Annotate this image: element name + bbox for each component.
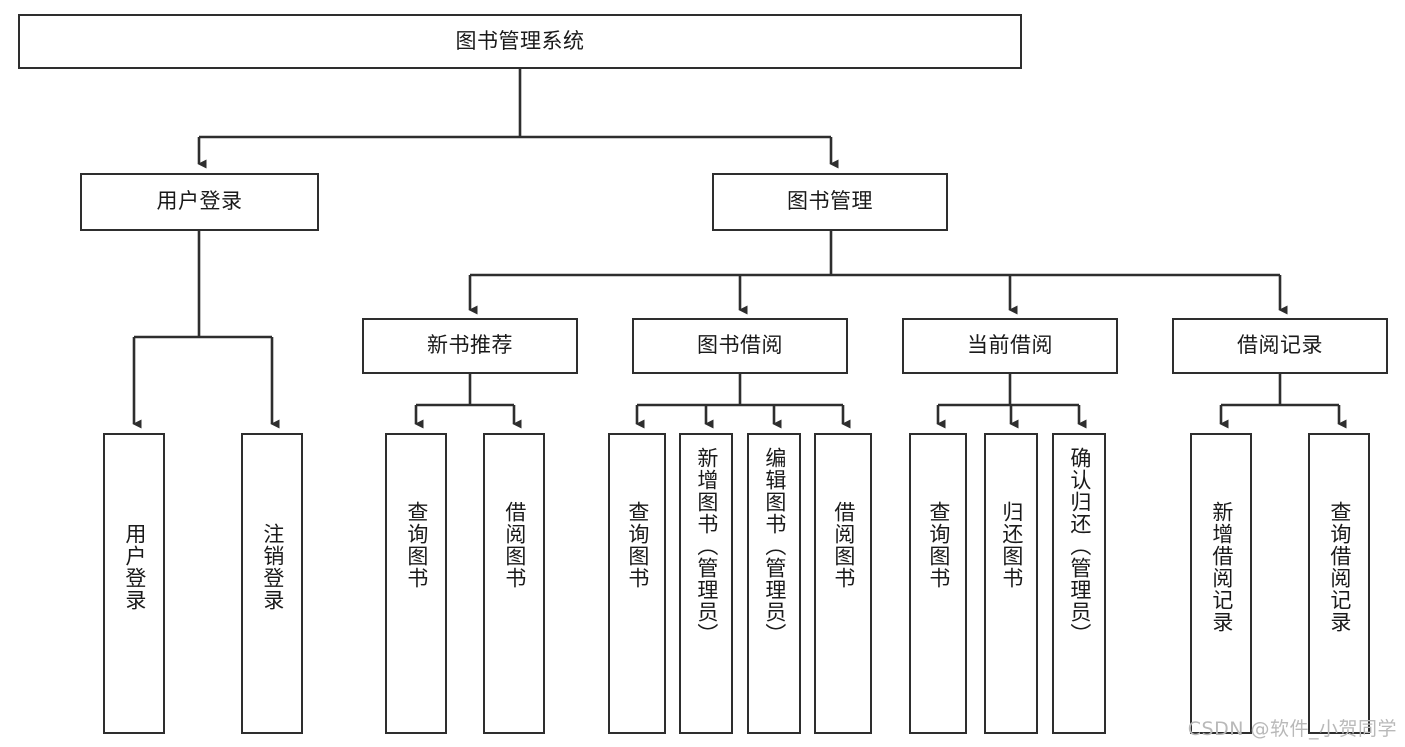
- leaf-records-add-record-label: 新增借阅记录: [1209, 501, 1234, 633]
- node-book-management[interactable]: 图书管理: [712, 173, 948, 231]
- leaf-borrow-query-book[interactable]: 查询图书: [608, 433, 666, 734]
- leaf-records-query-record-label: 查询借阅记录: [1327, 501, 1352, 633]
- leaf-current-query-book[interactable]: 查询图书: [909, 433, 967, 734]
- leaf-records-add-record[interactable]: 新增借阅记录: [1190, 433, 1252, 734]
- leaf-current-confirm-return-admin-label: 确认归还（管理员）: [1067, 447, 1092, 645]
- leaf-borrow-edit-book-admin-label: 编辑图书（管理员）: [762, 447, 787, 645]
- node-user-login-label: 用户登录: [156, 189, 243, 214]
- leaf-user-login[interactable]: 用户登录: [103, 433, 165, 734]
- node-new-book-recommend[interactable]: 新书推荐: [362, 318, 578, 374]
- node-borrow-records[interactable]: 借阅记录: [1172, 318, 1388, 374]
- node-root-label: 图书管理系统: [455, 28, 585, 53]
- node-book-management-label: 图书管理: [787, 189, 873, 214]
- leaf-user-logout[interactable]: 注销登录: [241, 433, 303, 734]
- leaf-newbook-borrow-book-label: 借阅图书: [502, 501, 527, 589]
- leaf-newbook-query-book[interactable]: 查询图书: [385, 433, 447, 734]
- leaf-borrow-lend-book[interactable]: 借阅图书: [814, 433, 872, 734]
- leaf-user-logout-label: 注销登录: [260, 523, 285, 611]
- leaf-newbook-query-book-label: 查询图书: [404, 501, 429, 589]
- node-root[interactable]: 图书管理系统: [18, 14, 1022, 69]
- node-book-borrow-label: 图书借阅: [697, 333, 783, 358]
- leaf-records-query-record[interactable]: 查询借阅记录: [1308, 433, 1370, 734]
- node-new-book-recommend-label: 新书推荐: [427, 333, 513, 358]
- leaf-borrow-edit-book-admin[interactable]: 编辑图书（管理员）: [747, 433, 801, 734]
- node-book-borrow[interactable]: 图书借阅: [632, 318, 848, 374]
- leaf-current-confirm-return-admin[interactable]: 确认归还（管理员）: [1052, 433, 1106, 734]
- watermark: CSDN @软件_小贺同学: [1187, 718, 1397, 740]
- leaf-borrow-query-book-label: 查询图书: [625, 501, 650, 589]
- leaf-borrow-add-book-admin-label: 新增图书（管理员）: [694, 447, 719, 645]
- leaf-current-return-book-label: 归还图书: [999, 501, 1024, 589]
- leaf-borrow-add-book-admin[interactable]: 新增图书（管理员）: [679, 433, 733, 734]
- leaf-user-login-label: 用户登录: [122, 523, 147, 611]
- leaf-current-query-book-label: 查询图书: [926, 501, 951, 589]
- leaf-current-return-book[interactable]: 归还图书: [984, 433, 1038, 734]
- node-current-borrow-label: 当前借阅: [967, 333, 1053, 358]
- node-borrow-records-label: 借阅记录: [1237, 333, 1323, 358]
- leaf-newbook-borrow-book[interactable]: 借阅图书: [483, 433, 545, 734]
- leaf-borrow-lend-book-label: 借阅图书: [831, 501, 856, 589]
- node-current-borrow[interactable]: 当前借阅: [902, 318, 1118, 374]
- node-user-login[interactable]: 用户登录: [80, 173, 319, 231]
